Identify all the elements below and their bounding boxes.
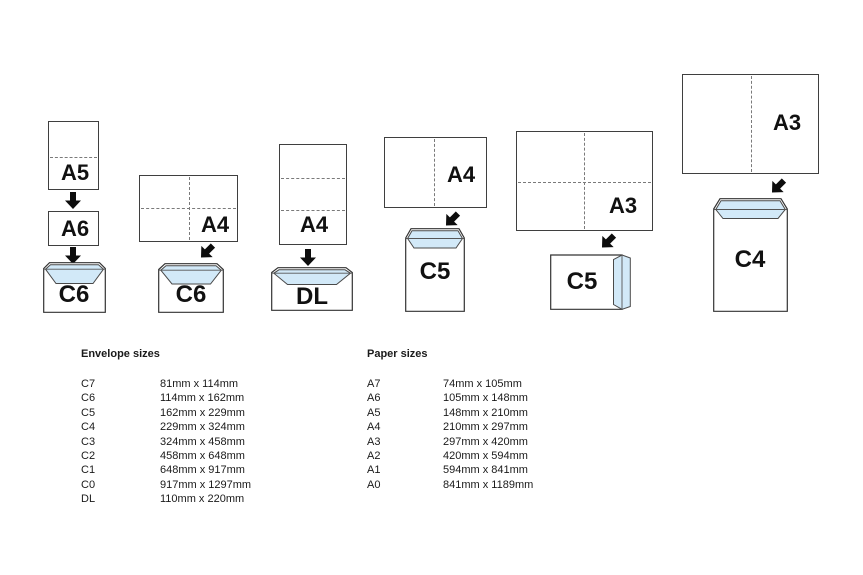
- size-value: 648mm x 917mm: [160, 464, 245, 477]
- fold-line: [50, 157, 97, 158]
- size-value: 917mm x 1297mm: [160, 478, 252, 491]
- down-arrow-icon: [300, 249, 316, 266]
- table-row: A6 105mm x 148mm: [367, 391, 533, 405]
- diagonal-arrow-icon: [195, 240, 218, 263]
- size-value: 162mm x 229mm: [160, 406, 245, 419]
- envelope-c6: C6: [158, 263, 224, 313]
- paper-label-a3: A3: [608, 193, 638, 218]
- envelope-sizes-title: Envelope sizes: [81, 348, 160, 360]
- envelope-c5: C5: [405, 228, 465, 312]
- size-value: 229mm x 324mm: [160, 421, 245, 434]
- size-name: A5: [367, 406, 381, 419]
- size-value: 297mm x 420mm: [443, 435, 528, 448]
- size-value: 841mm x 1189mm: [443, 478, 534, 491]
- size-value: 81mm x 114mm: [160, 378, 239, 390]
- table-row: C0 917mm x 1297mm: [81, 478, 251, 492]
- table-row: A2 420mm x 594mm: [367, 449, 533, 463]
- envelope-label-dl: DL: [296, 283, 328, 310]
- paper-label-a4: A4: [446, 162, 476, 187]
- size-value: 114mm x 162mm: [160, 392, 245, 405]
- size-name: A7: [367, 378, 381, 390]
- size-value: 420mm x 594mm: [443, 449, 528, 462]
- paper-a4: A4: [139, 175, 238, 242]
- table-row: C7 81mm x 114mm: [81, 377, 251, 391]
- paper-a5: A5: [48, 121, 99, 190]
- size-value: 74mm x 105mm: [443, 378, 522, 390]
- size-value: 105mm x 148mm: [443, 392, 528, 405]
- envelope-c4: C4: [713, 198, 788, 312]
- table-row: C3 324mm x 458mm: [81, 435, 251, 449]
- table-row: A3 297mm x 420mm: [367, 435, 533, 449]
- table-row: DL 110mm x 220mm: [81, 492, 251, 506]
- table-row: A5 148mm x 210mm: [367, 406, 533, 420]
- paper-a3: A3: [682, 74, 819, 174]
- paper-a6: A6: [48, 211, 99, 246]
- size-name: A0: [367, 478, 381, 491]
- size-name: C1: [81, 464, 96, 477]
- diagonal-arrow-icon: [766, 175, 789, 198]
- table-row: A7 74mm x 105mm: [367, 377, 533, 391]
- paper-label-a6: A6: [60, 216, 90, 241]
- envelope-label-c6: C6: [58, 281, 90, 308]
- size-value: 458mm x 648mm: [160, 449, 245, 462]
- fold-line: [434, 139, 435, 206]
- paper-a4: A4: [279, 144, 347, 245]
- paper-label-a3: A3: [772, 110, 802, 135]
- size-name: A3: [367, 435, 381, 448]
- size-name: A2: [367, 449, 381, 462]
- paper-a3: A3: [516, 131, 653, 231]
- size-name: DL: [81, 493, 96, 506]
- envelope-label-c4: C4: [734, 246, 766, 273]
- paper-sizes-table: Paper sizes A7 74mm x 105mm A6 105mm x 148…: [367, 348, 533, 492]
- down-arrow-icon: [65, 247, 81, 264]
- size-value: 594mm x 841mm: [443, 464, 528, 477]
- table-row: C4 229mm x 324mm: [81, 420, 251, 434]
- size-name: C5: [81, 406, 96, 419]
- size-value: 324mm x 458mm: [160, 435, 245, 448]
- size-name: A4: [367, 421, 381, 434]
- table-row: C1 648mm x 917mm: [81, 463, 251, 477]
- table-row: A4 210mm x 297mm: [367, 420, 533, 434]
- envelope-label-c5: C5: [419, 258, 451, 285]
- paper-label-a4: A4: [299, 212, 329, 237]
- envelope-label-c6: C6: [175, 281, 207, 308]
- table-row: C6 114mm x 162mm: [81, 391, 251, 405]
- table-row: C2 458mm x 648mm: [81, 449, 251, 463]
- size-value: 210mm x 297mm: [443, 421, 528, 434]
- fold-line: [281, 178, 345, 179]
- table-row: A0 841mm x 1189mm: [367, 478, 533, 492]
- size-name: C0: [81, 478, 96, 491]
- envelope-c5-side-flap: C5: [550, 253, 631, 310]
- fold-line: [281, 210, 345, 211]
- size-name: C4: [81, 421, 96, 434]
- paper-label-a5: A5: [60, 160, 90, 185]
- envelope-dl: DL: [271, 267, 353, 311]
- fold-line: [518, 182, 651, 183]
- fold-line: [584, 133, 585, 229]
- paper-sizes-title: Paper sizes: [367, 348, 428, 360]
- size-value: 148mm x 210mm: [443, 406, 528, 419]
- down-arrow-icon: [65, 192, 81, 209]
- diagonal-arrow-icon: [596, 230, 619, 253]
- size-name: C7: [81, 378, 96, 390]
- paper-label-a4: A4: [200, 212, 230, 237]
- size-name: C2: [81, 449, 96, 462]
- size-name: C3: [81, 435, 96, 448]
- diagonal-arrow-icon: [440, 208, 463, 231]
- envelope-sizes-table: Envelope sizes C7 81mm x 114mm C6 114mm x …: [81, 348, 251, 507]
- size-value: 110mm x 220mm: [160, 493, 245, 506]
- table-row: A1 594mm x 841mm: [367, 463, 533, 477]
- fold-line: [141, 208, 236, 209]
- paper-a4: A4: [384, 137, 487, 208]
- fold-line: [751, 76, 752, 172]
- envelope-c6: C6: [43, 262, 106, 313]
- size-name: A6: [367, 392, 381, 405]
- size-name: C6: [81, 392, 96, 405]
- table-row: C5 162mm x 229mm: [81, 406, 251, 420]
- envelope-label-c5: C5: [566, 268, 598, 295]
- size-name: A1: [367, 464, 381, 477]
